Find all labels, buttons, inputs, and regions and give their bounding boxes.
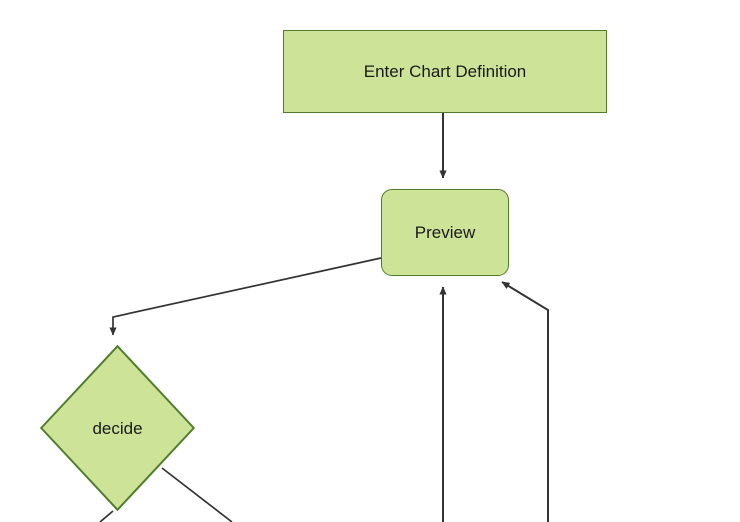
- node-label-preview: Preview: [414, 223, 476, 242]
- edge-decide-out-left: [99, 510, 114, 522]
- edge-preview-to-decide: [109, 257, 382, 336]
- node-label-enter-chart-definition: Enter Chart Definition: [363, 62, 527, 81]
- node-decide[interactable]: decide: [40, 345, 195, 511]
- node-preview[interactable]: Preview: [381, 189, 509, 276]
- node-enter-chart-definition[interactable]: Enter Chart Definition: [283, 30, 607, 113]
- edge-bottom-right-to-preview: [501, 281, 549, 522]
- diamond-shape-icon: [40, 345, 195, 511]
- edge-decide-out-right: [161, 467, 233, 522]
